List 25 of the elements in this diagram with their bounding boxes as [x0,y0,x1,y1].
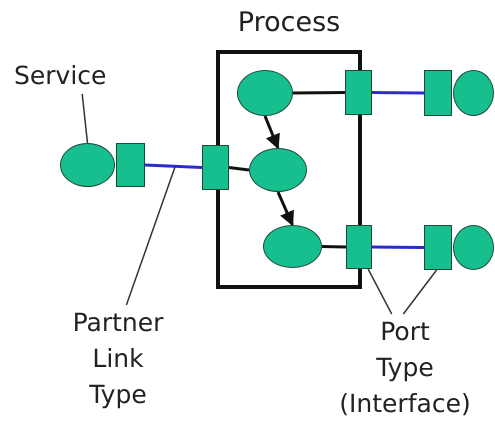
port-rectangle [424,225,452,270]
port-rectangle [116,143,145,187]
callout-label: Partner Link Type [58,305,178,413]
port-rectangle [202,145,229,190]
connector-line [228,166,250,172]
leader-line [402,270,438,314]
port-rectangle [345,70,372,115]
leader-line [81,94,88,144]
leader-line [367,268,392,314]
activity-ellipse [60,143,115,187]
arrow [276,191,294,226]
connector-line [144,164,202,169]
activity-ellipse [453,70,494,116]
process-heading: Process [236,6,342,40]
callout-label: Port Type (Interface) [322,314,488,422]
connector-line [292,91,346,94]
port-rectangle [424,70,452,116]
callout-label: Service [14,58,106,94]
connector-line [322,245,346,248]
port-rectangle [346,225,372,269]
connector-line [372,91,424,94]
activity-ellipse [453,225,494,270]
arrow [264,115,280,150]
connector-line [372,246,424,249]
leader-line [126,166,176,306]
